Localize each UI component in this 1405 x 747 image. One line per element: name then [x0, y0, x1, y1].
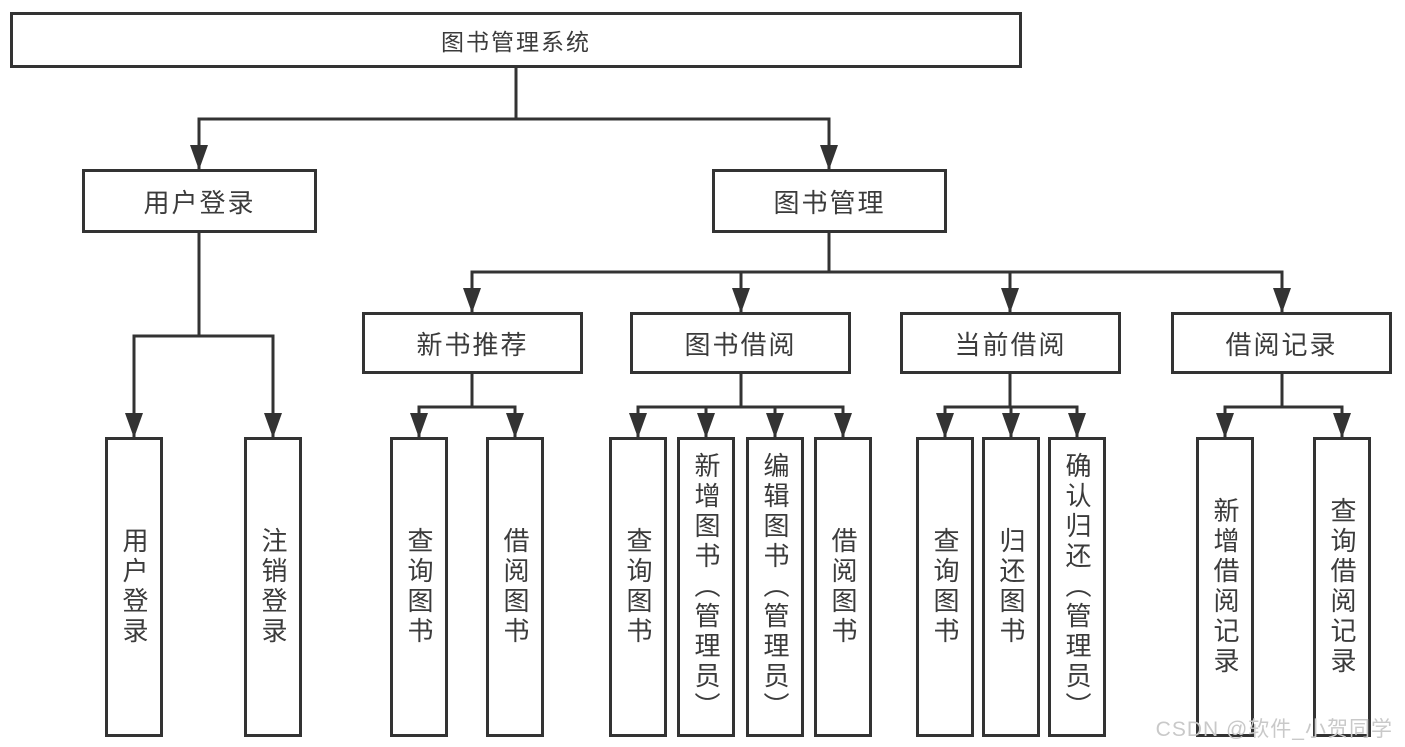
- leaf-records-query-record-label: 查询借阅记录: [1327, 497, 1357, 677]
- node-book-management: 图书管理: [712, 169, 947, 233]
- leaf-logout: 注销登录: [244, 437, 302, 737]
- node-borrow-records-label: 借阅记录: [1225, 329, 1338, 360]
- leaf-recommend-borrow-books: 借阅图书: [486, 437, 544, 737]
- csdn-watermark: CSDN @软件_小贺同学: [1155, 718, 1393, 741]
- node-current-borrow: 当前借阅: [900, 312, 1121, 374]
- leaf-current-confirm-return-admin-label: 确认归还（管理员）: [1062, 452, 1092, 722]
- leaf-recommend-query-books: 查询图书: [390, 437, 448, 737]
- node-library-system: 图书管理系统: [10, 12, 1022, 68]
- node-new-book-recommend: 新书推荐: [362, 312, 583, 374]
- leaf-borrow-borrow-books-label: 借阅图书: [828, 527, 858, 647]
- node-new-book-recommend-label: 新书推荐: [416, 329, 529, 360]
- leaf-borrow-add-books-admin: 新增图书（管理员）: [677, 437, 735, 737]
- leaf-records-query-record: 查询借阅记录: [1313, 437, 1371, 737]
- node-current-borrow-label: 当前借阅: [954, 329, 1067, 360]
- leaf-current-return-books-label: 归还图书: [996, 527, 1026, 647]
- leaf-borrow-query-books: 查询图书: [609, 437, 667, 737]
- leaf-recommend-borrow-books-label: 借阅图书: [500, 527, 530, 647]
- leaf-user-login-label: 用户登录: [119, 527, 149, 647]
- node-user-login-label: 用户登录: [143, 187, 256, 218]
- node-library-system-label: 图书管理系统: [441, 29, 591, 55]
- leaf-borrow-edit-books-admin-label: 编辑图书（管理员）: [760, 452, 790, 722]
- node-book-borrow-label: 图书借阅: [684, 329, 797, 360]
- leaf-current-query-books: 查询图书: [916, 437, 974, 737]
- leaf-current-return-books: 归还图书: [982, 437, 1040, 737]
- leaf-records-add-record: 新增借阅记录: [1196, 437, 1254, 737]
- leaf-borrow-query-books-label: 查询图书: [623, 527, 653, 647]
- leaf-current-query-books-label: 查询图书: [930, 527, 960, 647]
- node-user-login: 用户登录: [82, 169, 317, 233]
- leaf-logout-label: 注销登录: [258, 527, 288, 647]
- leaf-borrow-add-books-admin-label: 新增图书（管理员）: [691, 452, 721, 722]
- leaf-current-confirm-return-admin: 确认归还（管理员）: [1048, 437, 1106, 737]
- leaf-recommend-query-books-label: 查询图书: [404, 527, 434, 647]
- leaf-borrow-edit-books-admin: 编辑图书（管理员）: [746, 437, 804, 737]
- node-book-management-label: 图书管理: [773, 187, 886, 218]
- leaf-borrow-borrow-books: 借阅图书: [814, 437, 872, 737]
- leaf-user-login: 用户登录: [105, 437, 163, 737]
- leaf-records-add-record-label: 新增借阅记录: [1210, 497, 1240, 677]
- node-book-borrow: 图书借阅: [630, 312, 851, 374]
- node-borrow-records: 借阅记录: [1171, 312, 1392, 374]
